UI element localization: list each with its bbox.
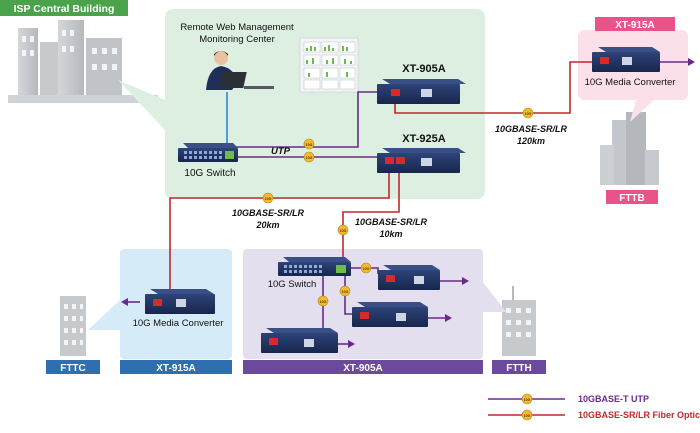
link-20-dist: 20km	[255, 220, 279, 230]
badge-10g-fiber-10: 10G	[337, 224, 349, 236]
fttb-building-icon	[600, 112, 659, 185]
badge-10g-fiber-20: 10G	[262, 192, 274, 204]
svg-text:10G: 10G	[340, 229, 347, 233]
xt925a-device	[377, 148, 466, 173]
fttb-label: FTTB	[619, 193, 645, 204]
fttb-label-bg	[606, 190, 658, 204]
monitoring-title-line2: Monitoring Center	[199, 34, 275, 45]
converter-fttb-label: 10G Media Converter	[585, 77, 676, 88]
fttb-callout-wedge	[630, 100, 654, 122]
legend-fiber-badge	[521, 409, 533, 421]
xt905a-title: XT-905A	[402, 63, 445, 75]
xt925a-title: XT-925A	[402, 133, 445, 145]
fiber-xt905a-to-fttb	[394, 61, 592, 114]
badge-10g-utp-2: 10G	[303, 151, 315, 163]
link-120-type: 10GBASE-SR/LR	[495, 124, 568, 134]
badge-10g-utp-4: 10G	[339, 285, 351, 297]
arrow-right-icon	[445, 314, 452, 322]
operator-icon	[206, 51, 274, 90]
arrow-left-icon	[121, 298, 128, 306]
xt915a-bottom-label-bg	[120, 360, 232, 374]
isp-building-icon	[8, 20, 158, 103]
svg-text:10G: 10G	[363, 267, 370, 271]
ftth-building-icon	[502, 286, 536, 356]
badge-10g-utp-1: 10G	[303, 138, 315, 150]
badge-10g-fiber-120: 10G	[522, 107, 534, 119]
svg-text:10G: 10G	[320, 300, 327, 304]
fttc-label-bg	[46, 360, 100, 374]
isp-label: ISP Central Building	[14, 3, 115, 15]
switch-bottom-label: 10G Switch	[268, 279, 317, 290]
ftth-label: FTTH	[506, 363, 532, 374]
fttc-label: FTTC	[60, 363, 86, 374]
link-10-type: 10GBASE-SR/LR	[355, 217, 428, 227]
xt905a-bottom-label-bg	[243, 360, 483, 374]
ftth-converter-2	[352, 302, 428, 327]
xt905a-device	[377, 79, 466, 104]
ftth-callout-wedge	[483, 282, 506, 312]
xt915a-top-label: XT-915A	[615, 20, 654, 31]
badge-10g-utp-3: 10G	[360, 262, 372, 274]
fttc-callout-wedge	[88, 300, 120, 330]
svg-text:10G: 10G	[525, 112, 532, 116]
link-20-type: 10GBASE-SR/LR	[232, 208, 305, 218]
legend-fiber-badge-text: 10G	[524, 414, 531, 418]
legend-utp-badge	[521, 393, 533, 405]
utp-label: UTP	[271, 146, 291, 157]
monitoring-screens-icon	[299, 37, 359, 93]
svg-text:10G: 10G	[306, 143, 313, 147]
ftth-label-bg	[492, 360, 546, 374]
link-120-dist: 120km	[517, 136, 545, 146]
arrow-right-icon	[348, 340, 355, 348]
svg-text:10G: 10G	[342, 290, 349, 294]
svg-text:10G: 10G	[265, 197, 272, 201]
xt905a-bottom-label: XT-905A	[343, 363, 382, 374]
xt915a-bottom-label: XT-915A	[156, 363, 195, 374]
utp-switch-to-xt905a	[235, 91, 378, 148]
monitoring-title-line1: Remote Web Management	[180, 22, 294, 33]
switch-top-label: 10G Switch	[184, 168, 235, 179]
converter-fttc-device	[145, 289, 215, 314]
arrow-right-icon	[462, 277, 469, 285]
switch-bottom	[278, 257, 351, 276]
link-10-dist: 10km	[379, 229, 402, 239]
badge-10g-utp-5: 10G	[317, 295, 329, 307]
converter-fttb-device	[592, 47, 660, 72]
legend-fiber-label: 10GBASE-SR/LR Fiber Optic	[578, 410, 700, 420]
fttc-building-icon	[60, 296, 86, 356]
converter-fttc-label: 10G Media Converter	[133, 318, 224, 329]
arrow-right-icon	[688, 58, 695, 66]
isp-label-bg	[0, 0, 128, 16]
legend-utp-badge-text: 10G	[524, 398, 531, 402]
xt915a-top-label-bg	[595, 17, 675, 31]
switch-top	[178, 143, 238, 162]
isp-callout-wedge	[118, 80, 165, 130]
svg-text:10G: 10G	[306, 156, 313, 160]
fiber-xt925a-to-fttc	[169, 163, 390, 300]
fiber-xt925a-to-ftth	[342, 163, 400, 262]
legend-utp-label: 10GBASE-T UTP	[578, 394, 649, 404]
legend: 10G 10GBASE-T UTP 10G 10GBASE-SR/LR Fibe…	[488, 393, 700, 421]
ftth-converter-1	[378, 265, 440, 290]
ftth-converter-3	[261, 328, 338, 353]
